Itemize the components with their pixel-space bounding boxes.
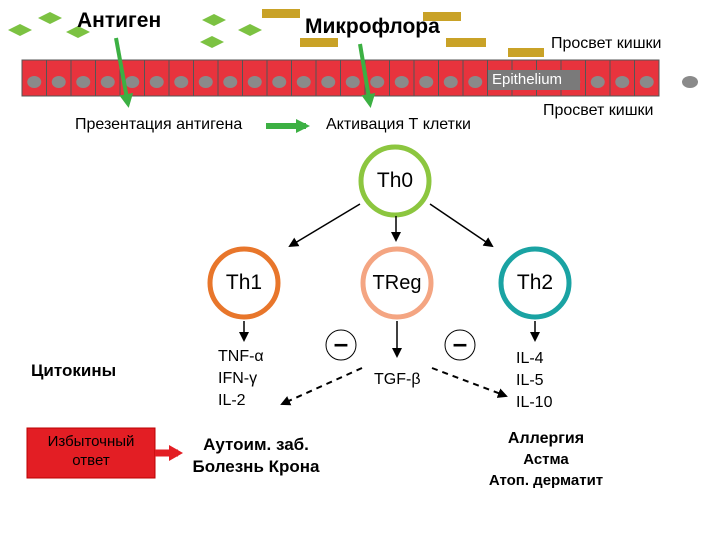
t-cell-activation-label: Активация Т клетки [326, 116, 471, 133]
cytokines-label: Цитокины [31, 361, 117, 380]
th1-cytokine-item: IL-2 [218, 392, 246, 409]
th2-cytokine-item: IL-10 [516, 394, 553, 411]
th1-cell [207, 246, 281, 320]
th1-disease-list: Аутоим. заб. Болезнь Крона [168, 434, 344, 478]
microflora-label: Микрофлора [305, 15, 440, 38]
epithelium-label-box [488, 70, 580, 90]
cell-nucleus [639, 76, 654, 88]
epithelial-cell [193, 59, 219, 97]
cell-nucleus [394, 76, 409, 88]
antigen-arrow [114, 37, 134, 108]
th0-to-th1-arrow [288, 203, 361, 248]
th1-cytokine-list: TNF-α IFN-γ IL-2 [218, 346, 264, 412]
cell-nucleus [149, 76, 164, 88]
treg-cell [360, 246, 434, 320]
lumen-top-label: Просвет кишки [551, 35, 662, 52]
th2-disease-item: Атоп. дерматит [488, 472, 604, 489]
th2-cytokine-item: IL-4 [516, 350, 544, 367]
th2-disease-item: Астма [523, 451, 569, 468]
cell-nucleus [468, 76, 483, 88]
th2-label: Th2 [516, 271, 554, 294]
epithelial-cell [609, 59, 635, 97]
inhibit-circle-right [444, 329, 476, 361]
cell-nucleus [223, 76, 238, 88]
cell-nucleus [51, 76, 66, 88]
cell-nucleus [100, 76, 115, 88]
inhibit-circle-left [325, 329, 357, 361]
excess-response-line: ответ [72, 452, 110, 469]
inhibit-sign-left: – [333, 328, 349, 358]
epithelium-label: Epithelium [492, 71, 563, 88]
lumen-cell [682, 76, 698, 88]
lumen-right-label: Просвет кишки [543, 102, 654, 119]
cell-nucleus [247, 76, 262, 88]
th1-disease-item: Аутоим. заб. [203, 435, 309, 454]
antigen-presentation-label: Презентация антигена [75, 116, 243, 133]
microflora-arrow [358, 43, 376, 108]
th1-label: Th1 [225, 271, 263, 294]
th0-label: Th0 [376, 169, 414, 192]
treg-inhibits-th2-arrow [431, 367, 508, 398]
th1-cytokine-item: TNF-α [218, 348, 264, 365]
cell-nucleus [174, 76, 189, 88]
antigen-particles [8, 12, 262, 48]
cell-nucleus [76, 76, 91, 88]
cell-nucleus [198, 76, 213, 88]
th2-cytokine-item: IL-5 [516, 372, 544, 389]
cell-nucleus [27, 76, 42, 88]
cell-nucleus [370, 76, 385, 88]
cell-nucleus [125, 76, 140, 88]
treg-cytokine-label: TGF-β [374, 371, 421, 388]
th2-disease-item: Аллергия [507, 430, 585, 447]
treg-label: TReg [372, 272, 422, 294]
th2-cytokine-list: IL-4 IL-5 IL-10 [516, 348, 552, 414]
th1-disease-item: Болезнь Крона [192, 457, 320, 476]
cell-nucleus [345, 76, 360, 88]
th0-to-th2-arrow [429, 203, 494, 248]
cell-nucleus [419, 76, 434, 88]
cell-nucleus [272, 76, 287, 88]
th1-cytokine-item: IFN-γ [218, 370, 258, 387]
excess-response-line: Избыточный [47, 433, 135, 450]
th2-cell [498, 246, 572, 320]
treg-inhibits-th1-arrow [280, 367, 363, 406]
epithelial-cell [46, 59, 72, 97]
th0-cell [358, 144, 432, 218]
cell-nucleus [321, 76, 336, 88]
excess-response-label: Избыточный ответ [27, 432, 155, 470]
cell-nucleus [296, 76, 311, 88]
microflora-particles [262, 9, 544, 57]
th2-disease-list: Аллергия Астма Атоп. дерматит [466, 428, 626, 491]
inhibit-sign-right: – [452, 328, 468, 358]
cell-nucleus [615, 76, 630, 88]
antigen-label: Антиген [77, 9, 162, 32]
excess-response-box [26, 427, 156, 479]
cell-nucleus [443, 76, 458, 88]
cell-nucleus [590, 76, 605, 88]
